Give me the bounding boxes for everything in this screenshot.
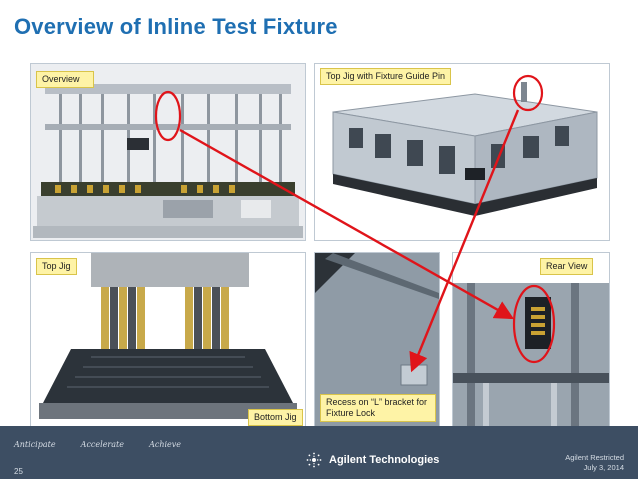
rear-view-illustration xyxy=(453,253,609,427)
company-name: Agilent Technologies xyxy=(329,454,440,466)
recess-label: Recess on “L” bracket for Fixture Lock xyxy=(320,394,436,422)
footer-tagline: Anticipate Accelerate Achieve xyxy=(14,440,182,449)
date-text: July 3, 2014 xyxy=(583,463,624,472)
rear-view-photo xyxy=(452,252,610,428)
top-jig-illustration xyxy=(31,253,305,427)
top-jig-guide-pin-illustration xyxy=(315,64,609,240)
overview-photo xyxy=(30,63,306,241)
top-jig-guide-pin-label: Top Jig with Fixture Guide Pin xyxy=(320,68,452,85)
classification-text: Agilent Restricted xyxy=(565,453,624,462)
company-logo: Agilent Technologies xyxy=(305,449,439,471)
agilent-spark-logo-icon xyxy=(306,452,322,468)
bottom-jig-label: Bottom Jig xyxy=(248,409,303,426)
top-jig-label: Top Jig xyxy=(36,258,77,275)
footer-meta: Agilent Restricted July 3, 2014 xyxy=(565,453,624,473)
page-number: 25 xyxy=(14,467,23,476)
slide-title: Overview of Inline Test Fixture xyxy=(14,14,338,39)
overview-fixture-illustration xyxy=(31,64,305,240)
footer-bar xyxy=(0,426,638,479)
top-jig-photo xyxy=(30,252,306,428)
top-jig-guide-pin-photo xyxy=(314,63,610,241)
overview-label: Overview xyxy=(36,71,94,88)
rear-view-label: Rear View xyxy=(540,258,594,275)
